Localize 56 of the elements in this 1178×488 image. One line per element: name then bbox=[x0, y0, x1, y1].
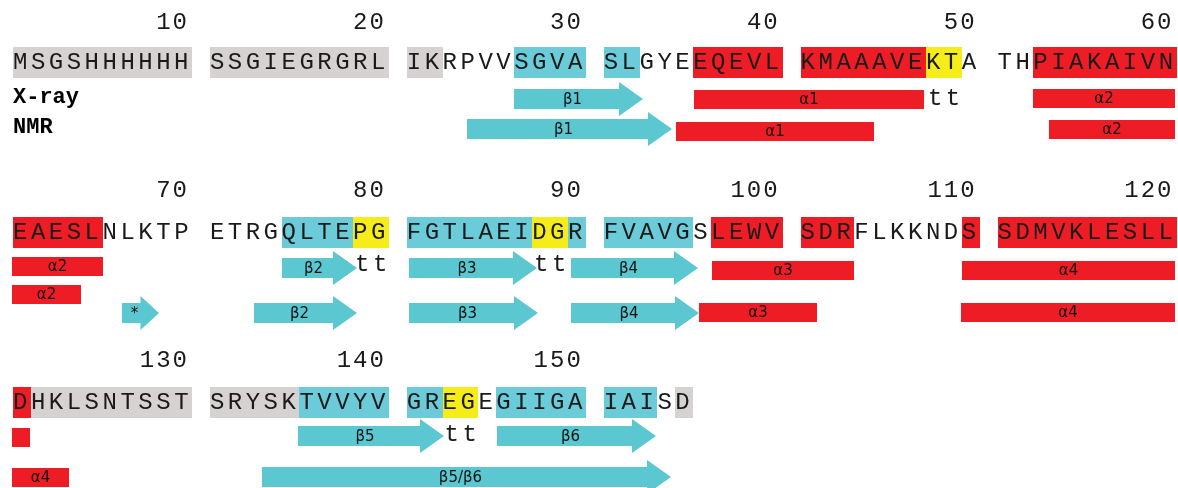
beta-strand-marker: β2 bbox=[254, 296, 357, 330]
sequence-segment: SDRFLKKNDS bbox=[800, 218, 980, 248]
residue-number: 120 bbox=[1123, 176, 1174, 206]
sequence-segment: FVAVGSLEWV bbox=[603, 218, 783, 248]
sequence-segment: GREGEGIIGA bbox=[406, 388, 586, 418]
alpha-helix-bar: α2 bbox=[12, 256, 103, 276]
beta-strand-marker: β4 bbox=[571, 251, 698, 285]
sequence-segment: IKRPVVSGVA bbox=[406, 48, 586, 78]
residue-number: 70 bbox=[155, 176, 189, 206]
residue-number: 10 bbox=[155, 8, 189, 38]
residue-number: 90 bbox=[549, 176, 583, 206]
method-label: X-ray bbox=[13, 85, 79, 111]
sequence-segment: IAISD bbox=[603, 388, 694, 418]
sequence-segment: SRYSKTVVYV bbox=[209, 388, 389, 418]
beta-strand-marker: β5/β6 bbox=[262, 460, 671, 488]
beta-strand-marker: β1 bbox=[467, 112, 672, 146]
residue-number: 150 bbox=[532, 346, 583, 376]
sequence-segment: SSGIEGRGRL bbox=[209, 48, 389, 78]
residue-number: 20 bbox=[352, 8, 386, 38]
alpha-helix-bar: α1 bbox=[676, 121, 874, 141]
residue-number: 50 bbox=[942, 8, 977, 38]
beta-strand-marker: β3 bbox=[409, 296, 538, 330]
alpha-helix-bar: α2 bbox=[1049, 119, 1175, 139]
residue-number: 40 bbox=[745, 8, 780, 38]
alpha-helix-bar: α4 bbox=[962, 260, 1175, 280]
alpha-helix-bar bbox=[12, 427, 30, 447]
residue-number: 140 bbox=[335, 346, 386, 376]
turn-label: tt bbox=[355, 250, 391, 280]
beta-strand-marker: β4 bbox=[571, 296, 699, 330]
residue-number: 80 bbox=[352, 176, 386, 206]
method-label: NMR bbox=[13, 115, 53, 141]
beta-strand-marker: β3 bbox=[409, 251, 537, 285]
turn-label: tt bbox=[927, 84, 964, 114]
sequence-segment: SLGYEEQEVL bbox=[603, 48, 783, 78]
sequence-segment: ETRGQLTEPG bbox=[209, 218, 389, 248]
alpha-helix-bar: α4 bbox=[12, 467, 69, 487]
beta-strand-marker: β6 bbox=[497, 419, 656, 453]
beta-strand-marker: β5 bbox=[298, 419, 444, 453]
beta-strand-marker: * bbox=[122, 296, 159, 330]
sequence-segment: SDMVKLESLL bbox=[997, 218, 1177, 248]
residue-number: 130 bbox=[138, 346, 189, 376]
alpha-helix-bar: α3 bbox=[712, 260, 854, 280]
alpha-helix-bar: α2 bbox=[12, 284, 81, 304]
alpha-helix-bar: α3 bbox=[699, 302, 817, 322]
alpha-helix-bar: α1 bbox=[694, 89, 924, 109]
sequence-segment: MSGSHHHHHH bbox=[13, 48, 193, 78]
turn-label: tt bbox=[444, 420, 481, 450]
residue-number: 30 bbox=[549, 8, 583, 38]
residue-number: 60 bbox=[1139, 8, 1174, 38]
residue-number: 100 bbox=[729, 176, 780, 206]
beta-strand-marker: β1 bbox=[514, 82, 643, 116]
alpha-helix-bar: α4 bbox=[961, 302, 1175, 322]
beta-strand-marker: β2 bbox=[282, 251, 357, 285]
alpha-helix-bar: α2 bbox=[1033, 88, 1175, 108]
turn-label: tt bbox=[534, 250, 570, 280]
residue-number: 110 bbox=[926, 176, 977, 206]
